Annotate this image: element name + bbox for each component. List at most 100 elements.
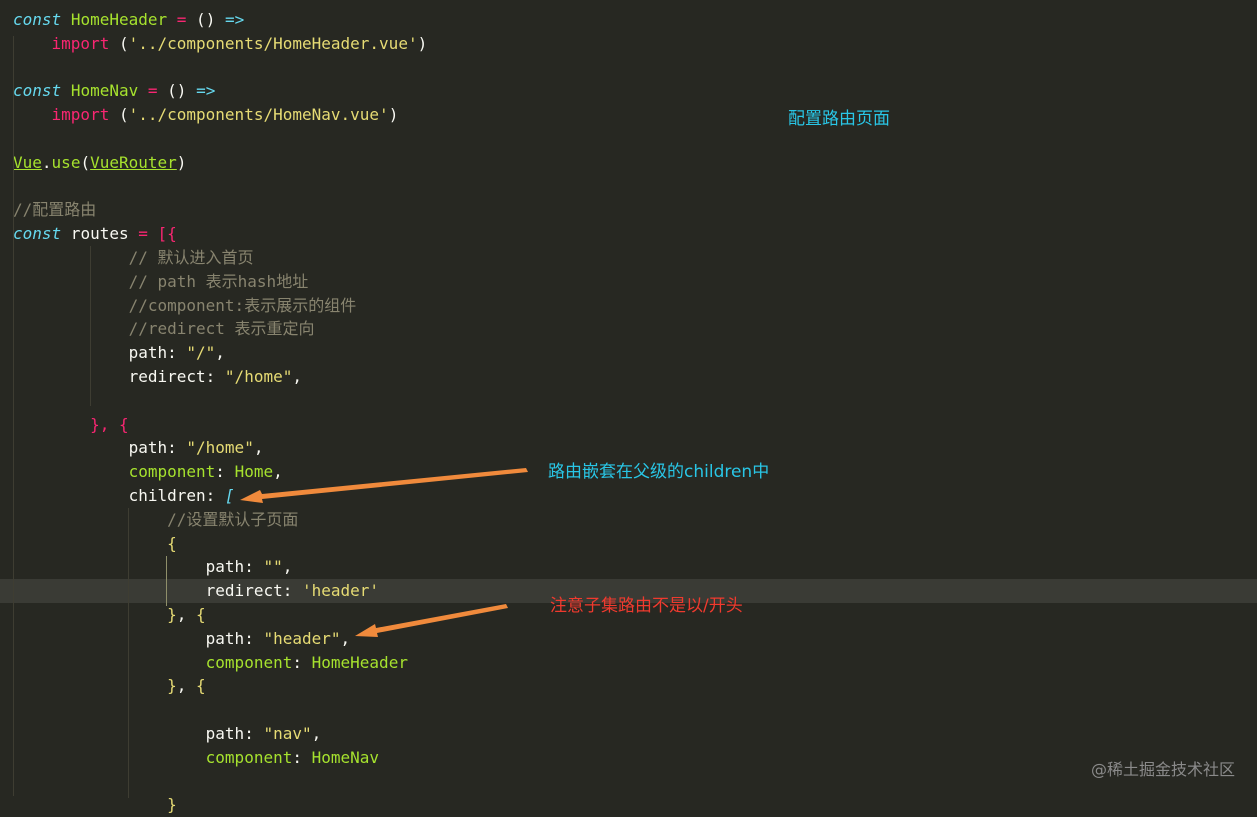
code-token: = bbox=[138, 224, 148, 244]
annotation-no-slash: 注意子集路由不是以/开头 bbox=[550, 596, 743, 616]
code-line[interactable]: path: "nav", bbox=[0, 722, 1257, 746]
code-token: const bbox=[13, 81, 62, 101]
code-line[interactable]: path: "", bbox=[0, 555, 1257, 579]
code-line[interactable]: import ('../components/HomeHeader.vue') bbox=[0, 32, 1257, 56]
code-token: ) bbox=[417, 33, 428, 53]
code-token: path: bbox=[13, 724, 264, 743]
code-line[interactable]: children: [ bbox=[0, 484, 1257, 508]
code-token: Vue bbox=[13, 152, 42, 172]
code-token: [ bbox=[224, 486, 235, 505]
code-token: '../components/HomeHeader.vue' bbox=[128, 33, 418, 53]
code-line[interactable]: }, { bbox=[0, 413, 1257, 437]
indent-guide bbox=[90, 246, 91, 406]
code-token: ( bbox=[80, 152, 91, 172]
code-token: component bbox=[13, 747, 293, 767]
code-token: }, { bbox=[13, 414, 129, 434]
code-token: use bbox=[51, 152, 81, 172]
code-line[interactable]: component: Home, bbox=[0, 460, 1257, 484]
code-line[interactable]: const HomeNav = () => bbox=[0, 79, 1257, 103]
code-token: ( bbox=[109, 33, 129, 53]
code-line[interactable]: import ('../components/HomeNav.vue') bbox=[0, 103, 1257, 127]
code-line[interactable]: redirect: 'header' bbox=[0, 579, 1257, 604]
code-token: () bbox=[186, 10, 225, 29]
watermark: @稀土掘金技术社区 bbox=[1090, 760, 1235, 779]
code-line[interactable]: redirect: "/home", bbox=[0, 365, 1257, 389]
code-token: path: bbox=[13, 343, 187, 363]
code-line[interactable]: path: "/home", bbox=[0, 436, 1257, 460]
code-token: => bbox=[224, 10, 245, 29]
code-line[interactable]: // path 表示hash地址 bbox=[0, 270, 1257, 294]
code-token: } bbox=[13, 605, 177, 624]
code-line[interactable]: //配置路由 bbox=[0, 198, 1257, 222]
code-token: = bbox=[147, 81, 158, 101]
code-token: [{ bbox=[157, 224, 177, 244]
code-token: , bbox=[340, 628, 351, 648]
code-token: component bbox=[13, 462, 216, 482]
code-token: HomeNav bbox=[311, 747, 380, 767]
code-token: , bbox=[311, 724, 322, 743]
code-line[interactable]: //redirect 表示重定向 bbox=[0, 317, 1257, 341]
code-token: 'header' bbox=[301, 581, 380, 601]
indent-guide-active bbox=[166, 556, 167, 606]
code-token: HomeHeader bbox=[311, 652, 408, 672]
code-line[interactable]: path: "/", bbox=[0, 341, 1257, 365]
code-line[interactable]: component: HomeHeader bbox=[0, 651, 1257, 675]
annotation-nested-children: 路由嵌套在父级的children中 bbox=[548, 462, 770, 482]
code-line[interactable]: // 默认进入首页 bbox=[0, 246, 1257, 270]
code-token: "nav" bbox=[263, 724, 312, 743]
code-token: children: bbox=[13, 486, 225, 505]
code-token: Home bbox=[234, 462, 274, 482]
code-token: //component:表示展示的组件 bbox=[13, 295, 357, 315]
indent-guide bbox=[13, 36, 14, 796]
code-line[interactable]: const routes = [{ bbox=[0, 222, 1257, 246]
code-line[interactable]: const HomeHeader = () => bbox=[0, 8, 1257, 32]
code-line[interactable]: }, { bbox=[0, 674, 1257, 698]
code-token: "" bbox=[263, 557, 283, 577]
code-token: () bbox=[157, 81, 197, 101]
code-token: HomeHeader bbox=[70, 10, 168, 29]
code-line[interactable]: component: HomeNav bbox=[0, 746, 1257, 770]
code-token: , bbox=[292, 367, 302, 386]
code-line[interactable]: { bbox=[0, 532, 1257, 556]
code-token: "/home" bbox=[224, 367, 293, 386]
code-token: '../components/HomeNav.vue' bbox=[128, 105, 389, 125]
code-token: VueRouter bbox=[90, 152, 177, 172]
code-token: , bbox=[282, 557, 293, 577]
arrow-to-header-path bbox=[355, 604, 508, 637]
code-token: redirect: bbox=[13, 367, 225, 386]
code-token: , bbox=[273, 462, 283, 482]
arrow-to-children bbox=[240, 468, 528, 503]
annotation-route-page: 配置路由页面 bbox=[788, 109, 890, 129]
code-token: path: bbox=[13, 557, 264, 577]
code-token: { bbox=[196, 676, 206, 696]
code-line[interactable]: Vue.use(VueRouter) bbox=[0, 151, 1257, 175]
code-token: { bbox=[196, 605, 206, 624]
code-line[interactable]: //设置默认子页面 bbox=[0, 508, 1257, 532]
code-token: ) bbox=[388, 105, 399, 125]
code-token: const bbox=[13, 224, 62, 244]
code-token: "/home" bbox=[186, 438, 254, 458]
code-line[interactable]: path: "header", bbox=[0, 627, 1257, 651]
code-line[interactable]: }, { bbox=[0, 603, 1257, 627]
code-token: ( bbox=[109, 105, 129, 125]
code-token: import bbox=[51, 105, 110, 125]
code-token: routes bbox=[61, 224, 139, 244]
code-token: "/" bbox=[186, 343, 216, 363]
code-token: path: bbox=[13, 438, 187, 458]
code-token: : bbox=[292, 747, 312, 767]
code-token: . bbox=[41, 152, 52, 172]
code-token: // 默认进入首页 bbox=[13, 248, 254, 267]
indent-guide bbox=[128, 508, 129, 798]
code-line[interactable]: //component:表示展示的组件 bbox=[0, 294, 1257, 318]
code-token: } bbox=[13, 676, 177, 696]
code-token: { bbox=[13, 533, 177, 553]
code-token: // path 表示hash地址 bbox=[13, 271, 309, 291]
code-token: => bbox=[196, 81, 216, 101]
code-token: path: bbox=[13, 628, 264, 648]
code-token: , bbox=[176, 605, 197, 624]
code-token: : bbox=[292, 652, 312, 672]
code-token: : bbox=[215, 462, 235, 482]
code-token: //redirect 表示重定向 bbox=[13, 319, 315, 339]
